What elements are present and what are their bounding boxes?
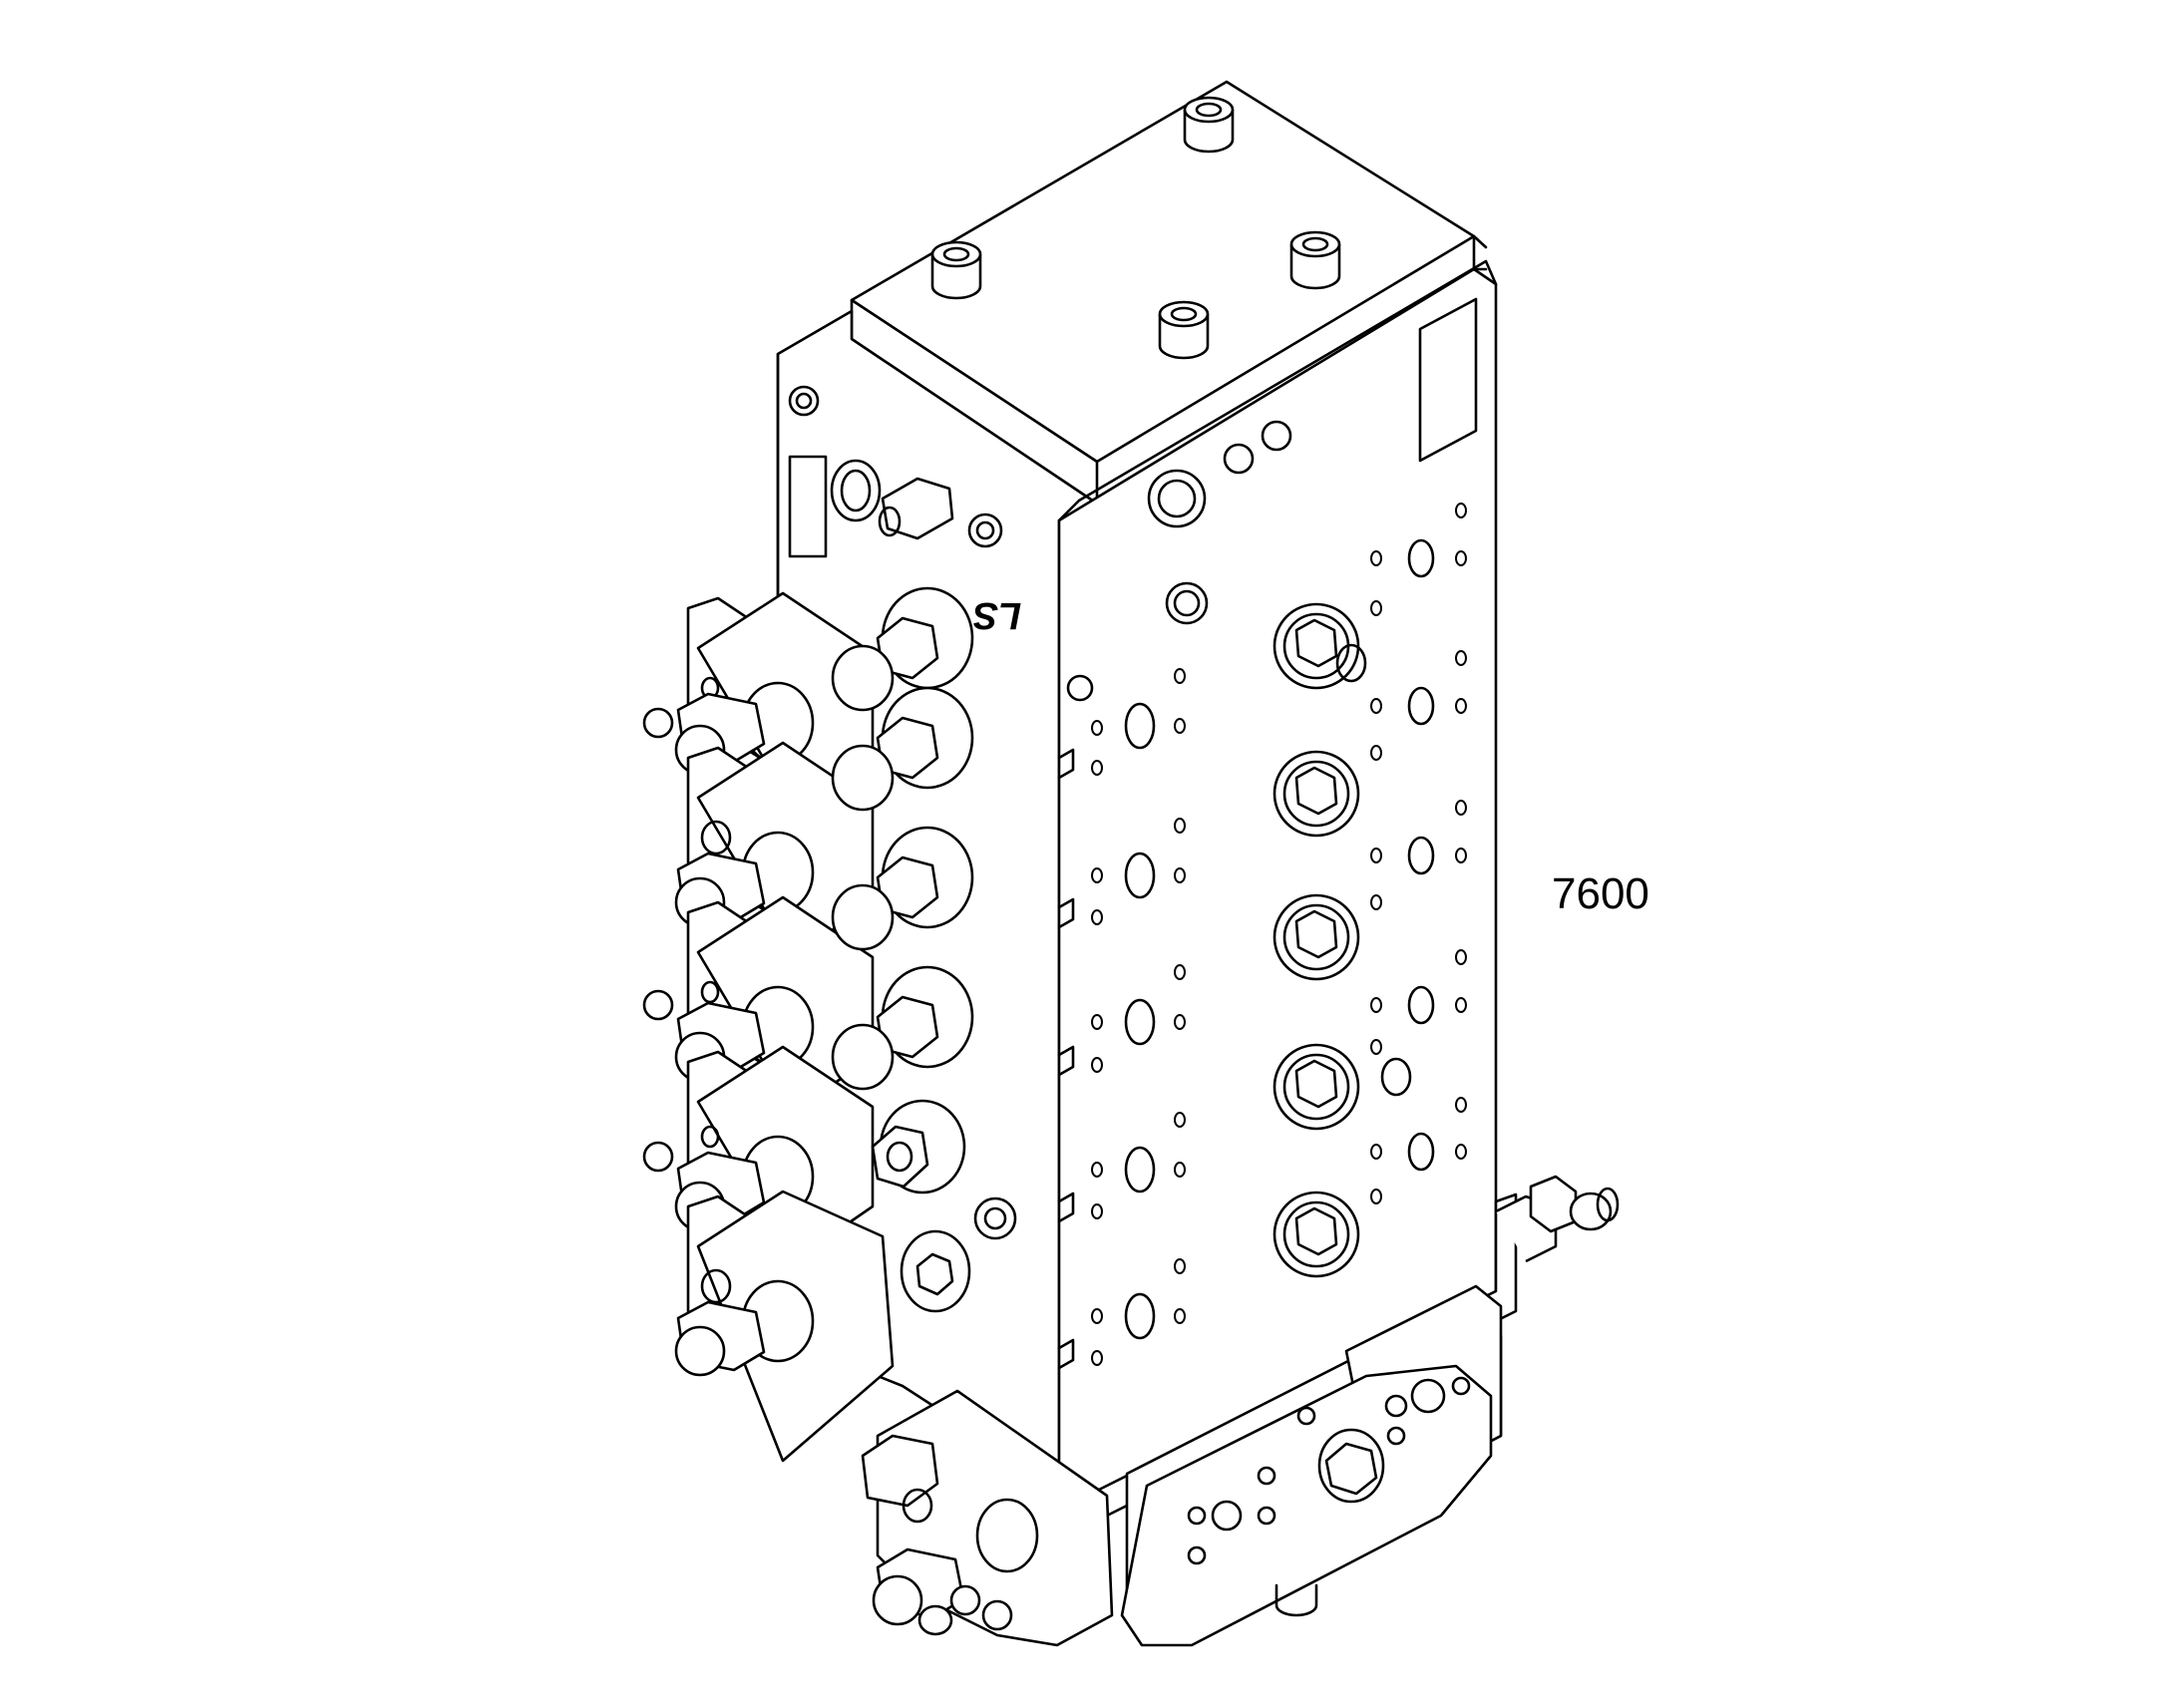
spool-section <box>674 686 974 959</box>
hose-fitting-icon <box>831 965 974 1091</box>
spool-section <box>642 586 974 810</box>
spool-sections <box>642 586 1017 1463</box>
side-port-fitting <box>830 459 1003 548</box>
plug-icon <box>900 1229 971 1313</box>
valve-body-front-face <box>1057 259 1498 1508</box>
top-cap-screws <box>930 96 1341 360</box>
hose-fitting-icon <box>831 686 974 812</box>
hex-plug-icon <box>1272 1191 1360 1278</box>
nut-fitting-icon <box>871 1099 966 1195</box>
outlet-section <box>861 1389 1114 1647</box>
cap-screw-icon <box>930 240 982 300</box>
port-hole-pattern <box>1057 503 1467 1370</box>
hex-plug-icon <box>1272 750 1360 838</box>
hose-fitting-icon <box>831 826 974 951</box>
hex-plug-icon <box>1272 893 1360 981</box>
spool-section <box>674 1190 1017 1463</box>
hex-plug-icon <box>1317 1428 1385 1504</box>
hex-plug-icon <box>1272 1043 1412 1131</box>
cap-screw-icon <box>1183 96 1235 154</box>
front-plug-row <box>1272 602 1412 1278</box>
port-marking-label: LS <box>973 594 1022 636</box>
hose-fitting-icon <box>831 586 974 712</box>
hex-plug-icon <box>1272 602 1367 690</box>
cap-screw-icon <box>1289 230 1341 290</box>
reference-number-label: 7600 <box>1552 869 1649 918</box>
cap-screw-icon <box>1158 300 1210 360</box>
inlet-block <box>1095 1175 1620 1647</box>
